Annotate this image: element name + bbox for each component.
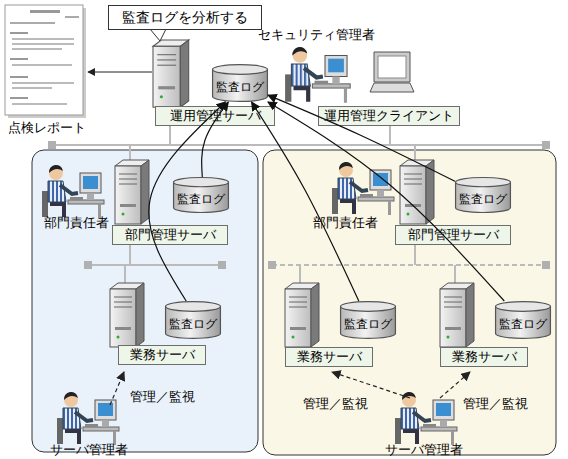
report-document (5, 5, 86, 118)
node-text: 運用管理クライアント (324, 109, 454, 123)
server-label: 業務サーバ (285, 347, 373, 367)
server-label: 業務サーバ (440, 347, 528, 367)
person-icon (395, 392, 457, 445)
management-arrow (110, 372, 470, 405)
node-text: 業務サーバ (452, 350, 517, 364)
role-label: サーバ管理者 (385, 443, 463, 457)
node-text: 監査ログ (169, 318, 217, 331)
node-text: 運用管理サーバ (170, 109, 261, 123)
person-icon (42, 165, 104, 218)
log-database: 監査ログ (495, 301, 551, 339)
log-transfer-arrow (149, 102, 226, 301)
log-database: 監査ログ (165, 301, 221, 339)
node-text: 監査ログ (216, 81, 264, 94)
group-panel (32, 150, 258, 452)
server-label: 業務サーバ (118, 345, 206, 365)
action-label: 管理／監視 (303, 397, 368, 411)
report-output-arrow (88, 72, 152, 73)
node-text: 監査ログ (459, 193, 507, 206)
log-database: 監査ログ (340, 301, 396, 339)
output-label: 点検レポート (8, 121, 86, 135)
node-text: 部門管理サーバ (125, 228, 216, 242)
person-icon (285, 47, 350, 103)
log-database: 監査ログ (212, 64, 268, 102)
action-label: 管理／監視 (463, 397, 528, 411)
group-panel (263, 150, 556, 455)
log-database: 監査ログ (173, 177, 229, 213)
person-icon (332, 162, 394, 215)
network-line (48, 126, 550, 162)
server-icon (440, 283, 474, 347)
network-line (268, 245, 550, 287)
callout-box: 監査ログを分析する (108, 5, 262, 30)
node-text: 業務サーバ (297, 350, 362, 364)
node-text: 監査ログ (344, 318, 392, 331)
server-label: 部門管理サーバ (395, 225, 511, 245)
action-label: 管理／監視 (130, 390, 195, 404)
log-transfer-arrow (268, 95, 455, 181)
node-text: 監査ログ (177, 193, 225, 206)
role-label: 部門責任者 (44, 216, 109, 230)
client-label: 運用管理クライアント (318, 106, 460, 126)
role-label: サーバ管理者 (50, 443, 128, 457)
callout-pointer (150, 29, 166, 41)
network-line (84, 245, 226, 287)
server-label: 運用管理サーバ (155, 106, 275, 126)
server-icon (110, 283, 144, 347)
role-label: 部門責任者 (313, 216, 378, 230)
server-icon (153, 40, 189, 107)
log-database: 監査ログ (455, 177, 511, 213)
log-transfer-arrow (252, 102, 359, 301)
server-label: 部門管理サーバ (112, 225, 228, 245)
server-icon (400, 160, 434, 224)
server-icon (285, 283, 319, 347)
node-text: 監査ログ (499, 318, 547, 331)
laptop-icon (370, 52, 414, 92)
person-icon (57, 392, 119, 445)
node-text: 監査ログを分析する (122, 10, 248, 25)
node-text: 業務サーバ (130, 348, 195, 362)
server-icon (115, 160, 149, 224)
role-label: セキュリティ管理者 (258, 28, 375, 42)
node-text: 部門管理サーバ (408, 228, 499, 242)
